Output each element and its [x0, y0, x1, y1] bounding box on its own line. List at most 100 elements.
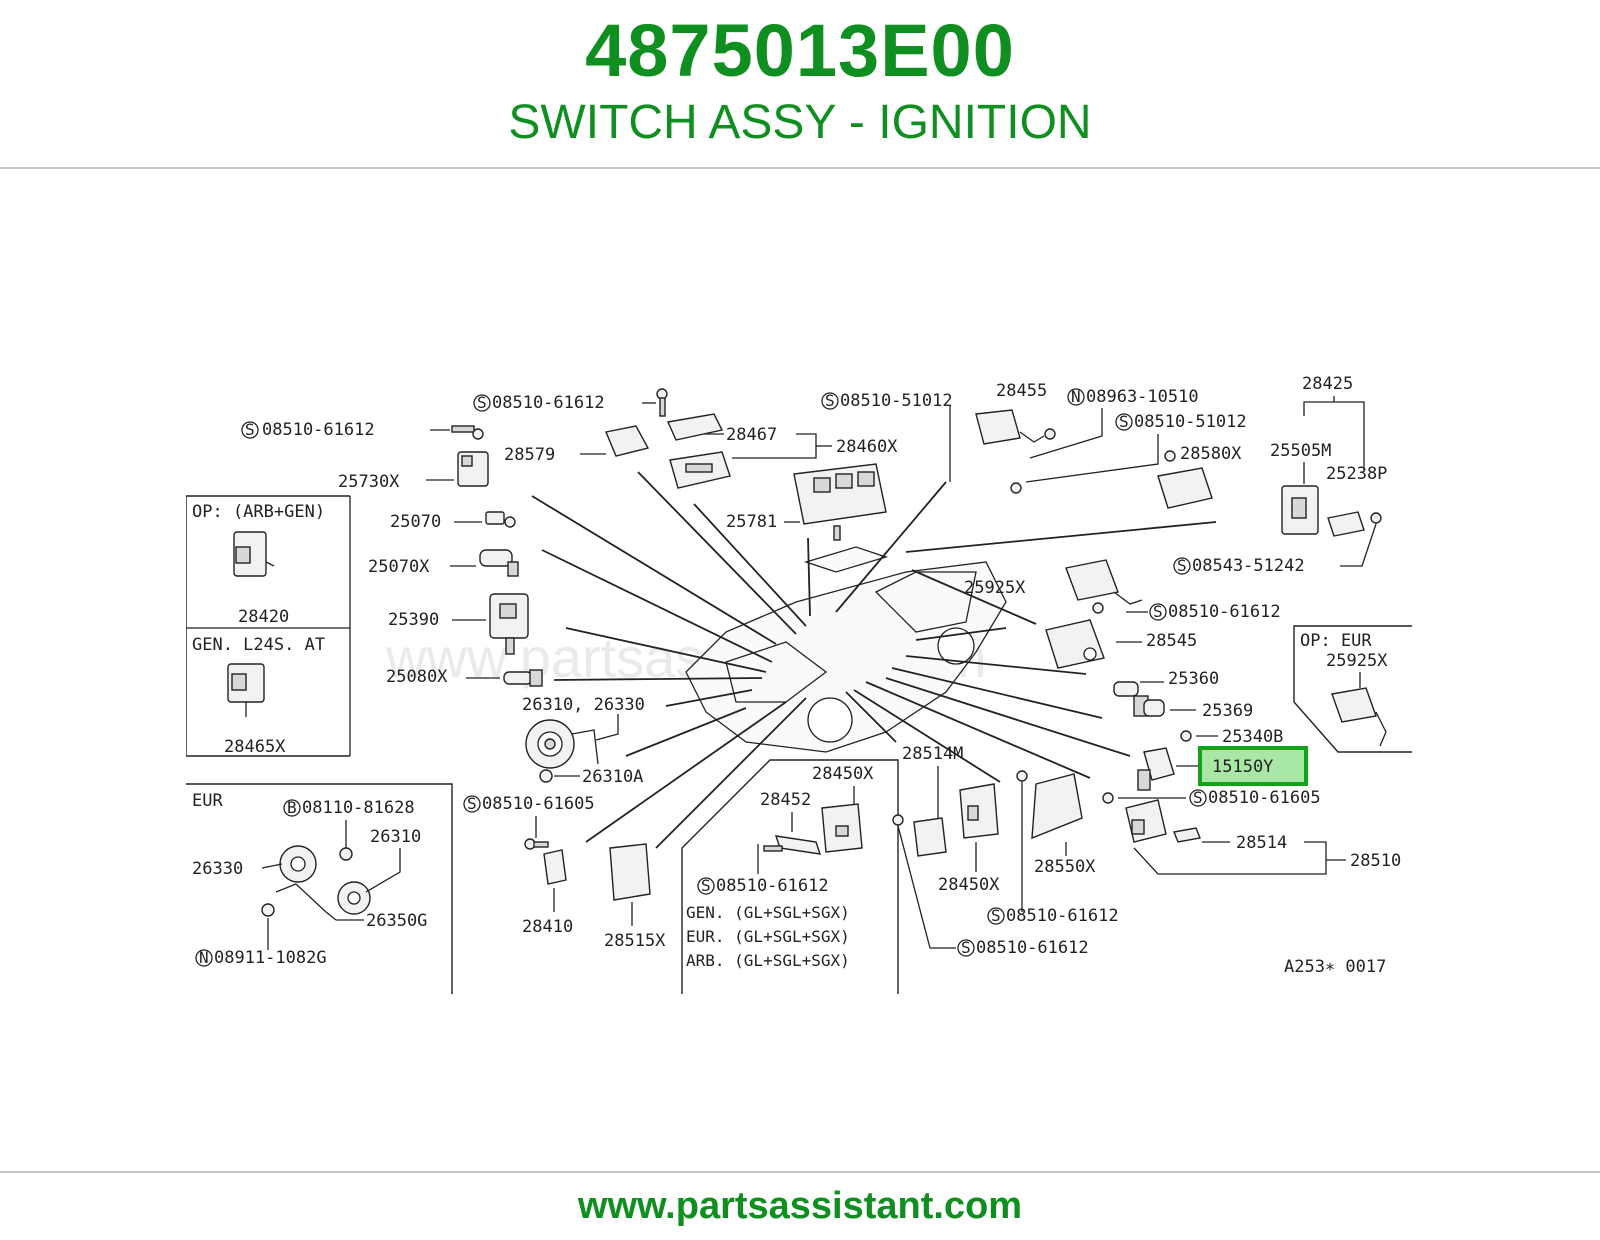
cover-28579-icon	[605, 425, 650, 457]
footer-divider	[0, 1171, 1600, 1173]
bracket-28580x-icon	[1157, 450, 1213, 509]
label-25390: 25390	[388, 610, 439, 630]
switch-25505m-icon	[1281, 485, 1319, 535]
label-08510-61612-a: 08510-61612	[262, 420, 375, 440]
svg-text:S: S	[825, 391, 835, 410]
label-25505m: 25505M	[1270, 441, 1331, 461]
label-26310-26330: 26310, 26330	[522, 695, 645, 715]
sensor-28455-icon	[975, 409, 1056, 494]
relay-28465x-icon	[227, 663, 265, 717]
relay-25730x-icon	[457, 451, 489, 487]
label-08510-61612-f: 08510-61612	[976, 938, 1089, 958]
label-08911-1082g: 08911-1082G	[214, 948, 327, 968]
relay-28450x-b-icon	[959, 783, 999, 839]
inset-label-op-arb-gen: OP: (ARB+GEN)	[192, 502, 325, 522]
ignition-switch-15150y-icon	[1137, 747, 1175, 791]
switch-25070x-icon	[479, 549, 519, 577]
label-28510: 28510	[1350, 851, 1401, 871]
label-28410: 28410	[522, 917, 573, 937]
label-26310-eur: 26310	[370, 827, 421, 847]
variant-note-arb: ARB. (GL+SGL+SGX)	[686, 951, 850, 970]
svg-text:S: S	[701, 876, 711, 895]
label-28550x: 28550X	[1034, 857, 1096, 877]
label-26350g: 26350G	[366, 911, 427, 931]
label-08963-10510: 08963-10510	[1086, 387, 1199, 407]
inset-label-eur: EUR	[192, 791, 223, 811]
label-08510-61605-a: 08510-61605	[482, 794, 595, 814]
label-25238p: 25238P	[1326, 464, 1387, 484]
label-08510-61612-c: 08510-61612	[1168, 602, 1281, 622]
label-28450x-b: 28450X	[938, 875, 1000, 895]
screw-icon	[451, 425, 484, 440]
label-28514m: 28514M	[902, 744, 963, 764]
sensor-25369-icon	[1143, 699, 1165, 717]
switch-panel-25781-icon	[793, 463, 887, 541]
bolt-icon	[524, 838, 549, 850]
label-28455: 28455	[996, 381, 1047, 401]
footer-website-link[interactable]: www.partsassistant.com	[577, 1185, 1023, 1227]
label-15150y[interactable]: 15150Y	[1212, 757, 1273, 777]
bracket-28550x-icon	[1016, 770, 1083, 840]
label-08510-61612-b: 08510-61612	[492, 393, 605, 413]
label-28514: 28514	[1236, 833, 1287, 853]
screw-icon	[1180, 730, 1192, 742]
page-header: 4875013E00 SWITCH ASSY - IGNITION	[0, 0, 1600, 168]
bracket-25238p-icon	[1327, 511, 1382, 537]
label-08510-61612-e: 08510-61612	[716, 876, 829, 896]
label-28452: 28452	[760, 790, 811, 810]
clip-28410-icon	[543, 849, 567, 885]
highlight-box-15150y[interactable]	[1198, 746, 1308, 786]
label-28580x: 28580X	[1180, 444, 1242, 464]
control-unit-28460x-icon	[669, 451, 731, 489]
svg-text:S: S	[961, 938, 971, 957]
module-28515x-icon	[609, 843, 651, 901]
label-25925x-b: 25925X	[1326, 651, 1388, 671]
svg-text:N: N	[199, 948, 209, 967]
label-28420: 28420	[238, 607, 289, 627]
svg-text:S: S	[1153, 602, 1163, 621]
label-08110-81628: 08110-81628	[302, 798, 415, 818]
callout-arrows	[531, 471, 1217, 849]
label-28450x-a: 28450X	[812, 764, 874, 784]
label-08510-51012-b: 08510-51012	[1134, 412, 1247, 432]
bracket-28545-icon	[1045, 602, 1105, 669]
module-25925x-eur-icon	[1331, 687, 1387, 747]
bracket-28514m-icon	[892, 814, 947, 857]
bolt-icon	[656, 388, 668, 417]
svg-text:N: N	[1071, 387, 1081, 406]
switch-28514-icon	[1102, 792, 1201, 843]
inset-box-left-upper	[186, 495, 350, 757]
svg-text:B: B	[287, 798, 297, 817]
label-08510-61612-d: 08510-61612	[1006, 906, 1119, 926]
svg-text:S: S	[1193, 788, 1203, 807]
inset-label-op-eur: OP: EUR	[1300, 631, 1372, 651]
relay-28420-icon	[233, 531, 275, 577]
label-28460x: 28460X	[836, 437, 898, 457]
parts-diagram-svg: www.partsassistant.com OP: (ARB+GEN) GEN…	[186, 374, 1412, 994]
label-26310a: 26310A	[582, 767, 643, 787]
parts-diagram: www.partsassistant.com OP: (ARB+GEN) GEN…	[186, 372, 1412, 994]
bracket-28452-icon	[774, 835, 822, 855]
label-08543-51242: 08543-51242	[1192, 556, 1305, 576]
bracket-28467-icon	[666, 413, 724, 441]
label-25070: 25070	[390, 512, 441, 532]
svg-text:S: S	[477, 393, 487, 412]
label-25925x-a: 25925X	[964, 578, 1026, 598]
label-25360: 25360	[1168, 669, 1219, 689]
label-25781: 25781	[726, 512, 777, 532]
label-28425: 28425	[1302, 374, 1353, 394]
part-number-title: 4875013E00	[585, 9, 1015, 92]
label-08510-61605-b: 08510-61605	[1208, 788, 1321, 808]
label-25070x: 25070X	[368, 557, 430, 577]
sensor-25080x-icon	[503, 669, 543, 687]
label-25369: 25369	[1202, 701, 1253, 721]
unit-25390-icon	[489, 593, 529, 655]
header-divider	[0, 167, 1600, 169]
relay-28450x-icon	[821, 803, 863, 853]
module-25925x-icon	[1065, 559, 1143, 605]
label-28515x: 28515X	[604, 931, 666, 951]
svg-text:S: S	[1119, 412, 1129, 431]
label-08510-51012-a: 08510-51012	[840, 391, 953, 411]
label-28465x: 28465X	[224, 737, 286, 757]
relay-25070-icon	[485, 511, 516, 528]
